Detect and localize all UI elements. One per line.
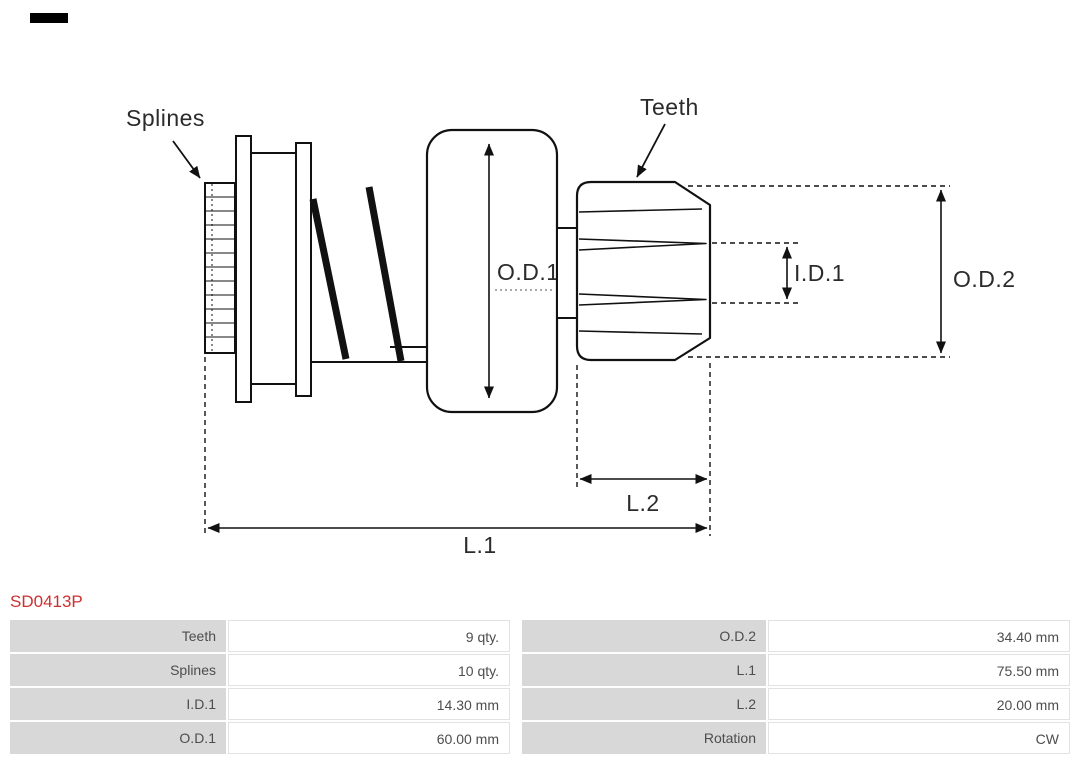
spec-label-cell: O.D.2 [522, 620, 766, 652]
spec-label-cell: L.2 [522, 688, 766, 720]
spec-gap [512, 688, 520, 720]
spec-row: I.D.1 14.30 mm L.2 20.00 mm [10, 688, 1070, 720]
spec-value-cell: 75.50 mm [768, 654, 1070, 686]
spec-gap [512, 654, 520, 686]
spec-row: Splines 10 qty. L.1 75.50 mm [10, 654, 1070, 686]
technical-diagram: O.D.1 O.D.2 I.D.1 [126, 94, 1016, 558]
teeth-label: Teeth [640, 94, 699, 120]
spec-gap [512, 722, 520, 754]
od1-label: O.D.1 [497, 259, 560, 285]
spec-value-cell: 14.30 mm [228, 688, 510, 720]
spec-row: O.D.1 60.00 mm Rotation CW [10, 722, 1070, 754]
dim-id1 [712, 242, 800, 304]
splines-label: Splines [126, 105, 205, 131]
logo-mark [30, 13, 68, 23]
od2-label: O.D.2 [953, 266, 1016, 292]
spec-value-cell: 34.40 mm [768, 620, 1070, 652]
spec-value-cell: 9 qty. [228, 620, 510, 652]
spec-label-cell: O.D.1 [10, 722, 226, 754]
spline-shaft [204, 182, 236, 354]
spec-value-cell: 10 qty. [228, 654, 510, 686]
spec-label-cell: Teeth [10, 620, 226, 652]
drive-flanges [235, 135, 312, 403]
part-code: SD0413P [10, 592, 83, 611]
spec-value-cell: CW [768, 722, 1070, 754]
teeth-arrow [636, 123, 666, 178]
spec-gap [512, 620, 520, 652]
id1-label: I.D.1 [794, 260, 845, 286]
spec-value-cell: 60.00 mm [228, 722, 510, 754]
shaft-neck [556, 227, 578, 319]
l1-label: L.1 [463, 532, 496, 558]
splines-arrow [172, 140, 201, 179]
clutch-spring [309, 186, 427, 363]
spec-label-cell: Rotation [522, 722, 766, 754]
l2-label: L.2 [626, 490, 659, 516]
dim-od2 [688, 185, 950, 358]
starter-drive-drawing: O.D.1 O.D.2 I.D.1 [126, 94, 1016, 558]
dim-l2 [576, 363, 711, 536]
spec-label-cell: Splines [10, 654, 226, 686]
spec-label-cell: I.D.1 [10, 688, 226, 720]
pinion-gear [575, 180, 712, 362]
spec-value-cell: 20.00 mm [768, 688, 1070, 720]
spec-row: Teeth 9 qty. O.D.2 34.40 mm [10, 620, 1070, 652]
spec-table: Teeth 9 qty. O.D.2 34.40 mm Splines 10 q… [10, 620, 1070, 754]
clutch-housing: O.D.1 [425, 128, 560, 414]
dim-l1 [204, 357, 708, 536]
spec-label-cell: L.1 [522, 654, 766, 686]
